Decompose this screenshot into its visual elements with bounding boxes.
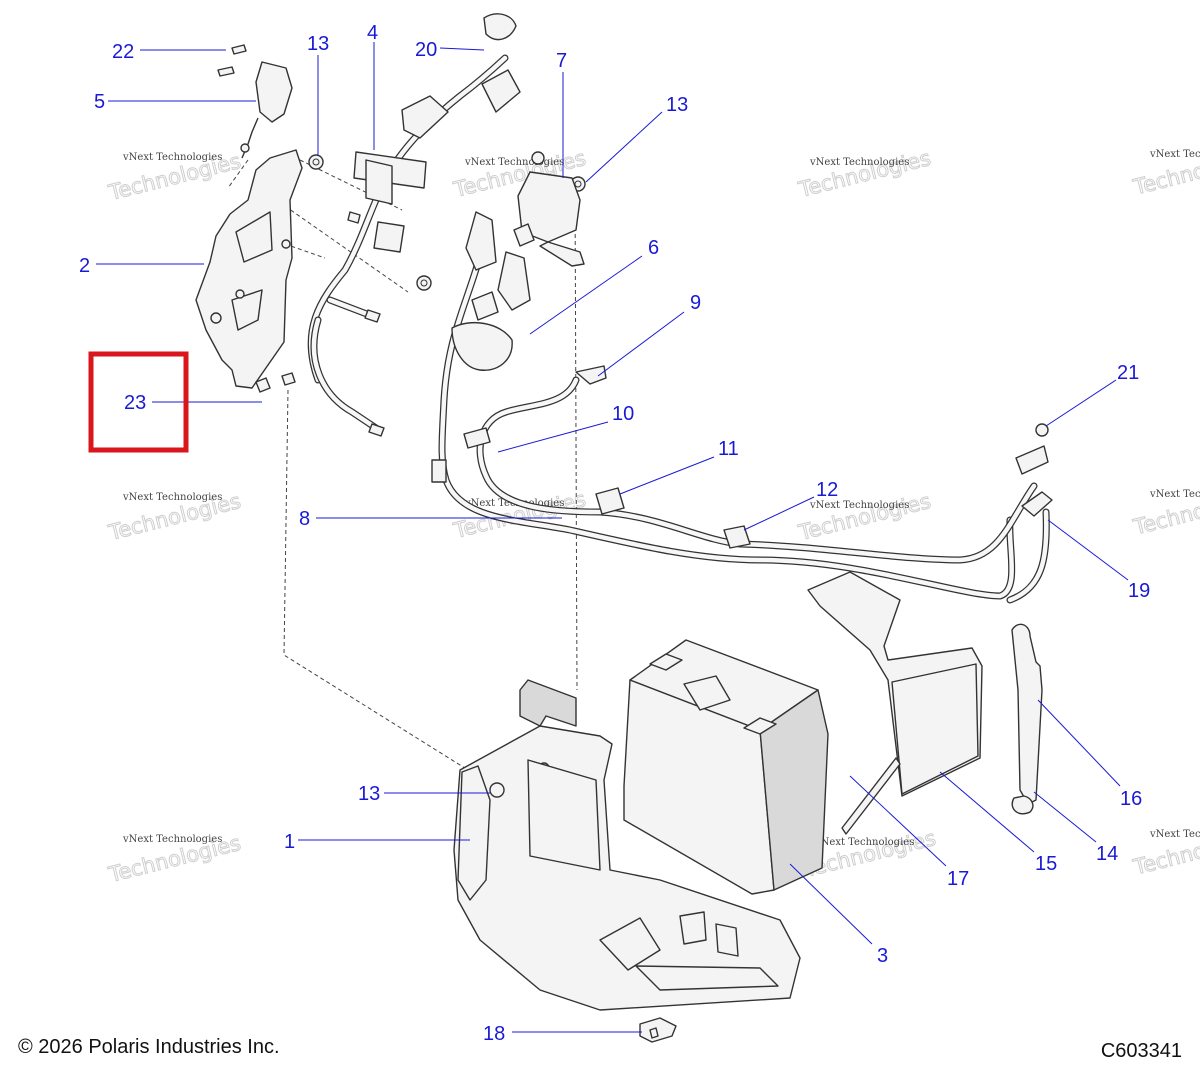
watermark: Technologies vNext Technologies [1130,143,1200,200]
callout-21: 21 [1117,362,1139,384]
callout-8: 8 [299,508,310,530]
watermark: Technologies vNext Technologies [105,488,244,545]
callout-20: 20 [415,39,437,61]
nut [1035,423,1049,437]
svg-text:vNext Technologies: vNext Technologies [1149,489,1200,500]
nut [308,154,324,170]
battery-strap [1011,623,1043,815]
svg-text:vNext Technologies: vNext Technologies [122,152,222,163]
callout-18: 18 [483,1023,505,1045]
nut [416,275,432,291]
callout-19: 19 [1128,580,1150,602]
svg-text:vNext Technologies: vNext Technologies [809,157,909,168]
callout-2: 2 [79,255,90,277]
solenoid-relay [513,171,585,267]
callout-13: 13 [666,94,688,116]
drawing-code: C603341 [1100,1040,1182,1062]
svg-text:vNext Technologies: vNext Technologies [122,834,222,845]
upper-harness [307,13,521,437]
callout-4: 4 [367,22,378,44]
watermark: Technologies vNext Technologies [450,486,589,543]
battery [623,639,829,895]
svg-text:vNext Technologies: vNext Technologies [809,500,909,511]
watermark: Technologies vNext Technologies [1130,483,1200,540]
svg-text:vNext Technologies: vNext Technologies [1149,829,1200,840]
callout-15: 15 [1035,853,1057,875]
terminal-boots [438,211,1016,600]
callout-7: 7 [556,50,567,72]
copyright-text: © 2026 Polaris Industries Inc. [18,1036,280,1058]
callout-labels: 22 13 4 20 7 13 5 2 6 9 21 23 10 11 12 8… [79,22,1150,1045]
callout-9: 9 [690,292,701,314]
svg-text:vNext Technologies: vNext Technologies [464,157,564,168]
callout-6: 6 [648,237,659,259]
callout-14: 14 [1096,843,1118,865]
callout-10: 10 [612,403,634,425]
callout-16: 16 [1120,788,1142,810]
callout-3: 3 [877,945,888,967]
watermark: Technologies vNext Technologies [105,148,244,205]
lower-harness [431,365,1053,604]
watermark: Technologies vNext Technologies [1130,823,1200,880]
svg-text:Technologies: Technologies [451,487,589,543]
callout-13: 13 [358,783,380,805]
watermark: Technologies vNext Technologies [105,830,244,887]
hold-down-bracket [807,571,983,835]
highlight-box [88,351,189,453]
callout-22: 22 [112,41,134,63]
callout-1: 1 [284,831,295,853]
sensor-bracket-assembly [217,44,293,159]
battery-tray [453,679,801,1011]
svg-text:vNext Technologies: vNext Technologies [814,837,914,848]
callout-11: 11 [718,438,739,460]
svg-text:vNext Technologies: vNext Technologies [1149,149,1200,160]
watermark: Technologies vNext Technologies [795,145,934,202]
svg-text:vNext Technologies: vNext Technologies [122,492,222,503]
leader-lines [96,42,1129,1033]
svg-text:Technologies: Technologies [796,146,934,202]
callout-17: 17 [947,868,969,890]
callout-23: 23 [124,392,146,414]
bolt [639,1017,677,1043]
mounting-plate [195,149,303,393]
callout-12: 12 [816,479,838,501]
callout-5: 5 [94,91,105,113]
nut [531,151,545,165]
callout-13: 13 [307,33,329,55]
